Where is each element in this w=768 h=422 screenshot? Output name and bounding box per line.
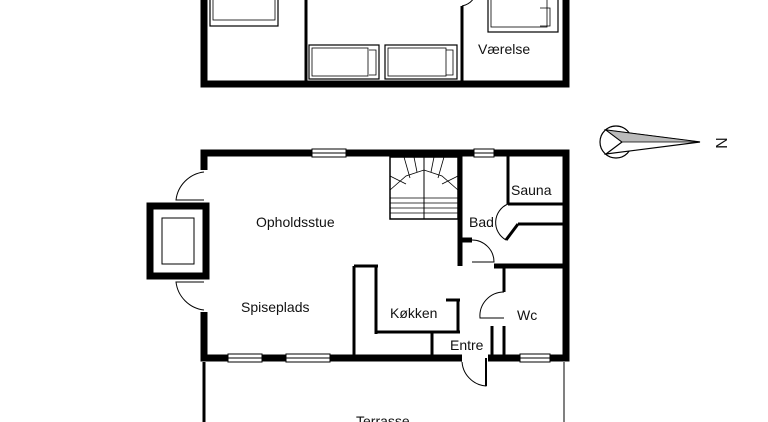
- room-label-entre: Entre: [450, 337, 484, 353]
- door-swing: [175, 281, 205, 311]
- interior-walls: [352, 153, 566, 358]
- compass: N: [599, 125, 729, 159]
- room-label-bad: Bad: [469, 214, 494, 230]
- room-label-sauna: Sauna: [511, 182, 552, 198]
- window: [473, 148, 495, 158]
- terrace-outline: [202, 362, 565, 422]
- window: [519, 353, 551, 363]
- door-swing: [461, 0, 474, 7]
- fireplace-bay: [146, 202, 210, 280]
- window: [311, 148, 347, 158]
- upper-floor: Værelse: [200, 0, 570, 88]
- door-swing: [175, 171, 205, 201]
- staircase: [389, 156, 459, 220]
- ground-floor: Opholdsstue Spiseplads Køkken Bad Sauna …: [146, 148, 570, 422]
- window: [285, 353, 331, 363]
- room-label-kokken: Køkken: [390, 305, 437, 321]
- room-label-spiseplads: Spiseplads: [241, 299, 310, 315]
- compass-north-label: N: [712, 137, 729, 149]
- bed-icon: [384, 44, 458, 80]
- room-label-terrasse: Terrasse: [356, 413, 410, 422]
- upper-floor-outer-wall: [200, 0, 570, 88]
- door-swing: [471, 239, 495, 263]
- door-swing: [495, 203, 509, 241]
- bed-icon: [209, 0, 279, 27]
- bed-icon: [487, 0, 559, 33]
- room-label-opholdsstue: Opholdsstue: [256, 214, 335, 230]
- door-swing: [479, 291, 505, 319]
- window: [227, 353, 263, 363]
- door-swing: [461, 359, 487, 387]
- bed-icon: [308, 44, 380, 80]
- room-label-vaerelse: Værelse: [478, 41, 530, 57]
- room-label-wc: Wc: [517, 307, 537, 323]
